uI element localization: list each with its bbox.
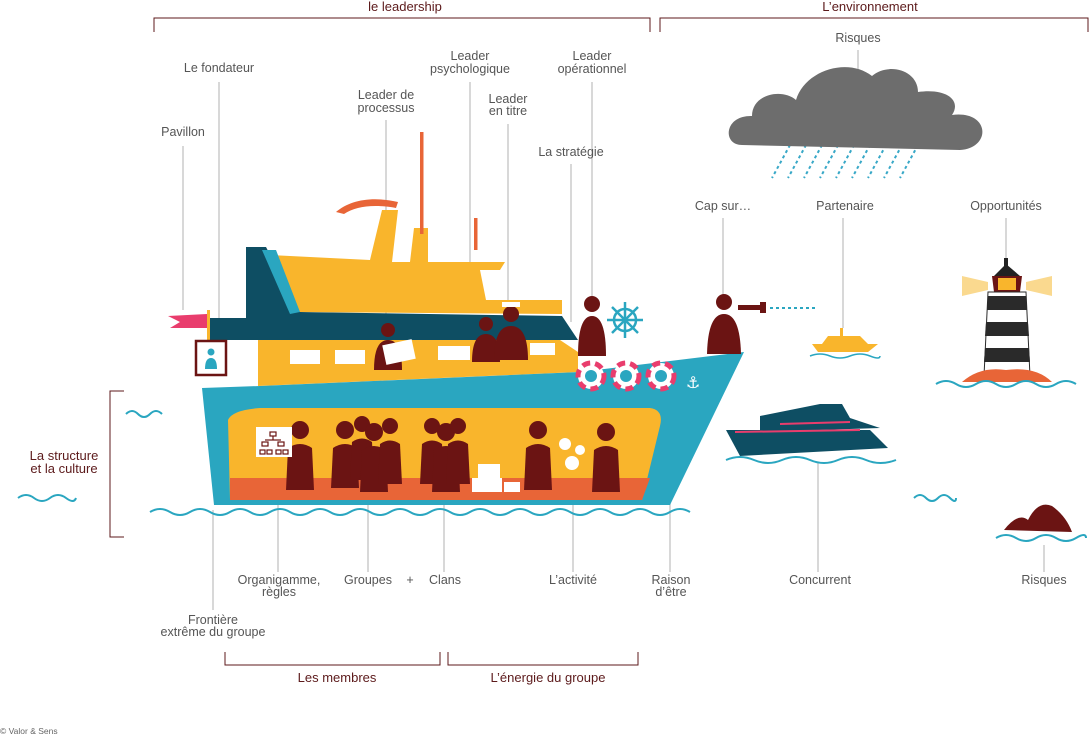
label-organigramme-2: règles: [224, 586, 334, 599]
bracket-environment-label: L’environnement: [800, 0, 940, 14]
label-leader-psy-2: psychologique: [420, 63, 520, 76]
bracket-structure-label-2: et la culture: [14, 462, 114, 476]
label-cap: Cap sur…: [683, 200, 763, 213]
competitor-yacht: [726, 404, 896, 463]
label-pavillon: Pavillon: [143, 126, 223, 139]
label-clans: Clans: [420, 574, 470, 587]
label-plus: +: [402, 574, 418, 587]
label-frontiere-2: extrême du groupe: [143, 626, 283, 639]
label-risques-bottom: Risques: [1006, 574, 1082, 587]
label-leader-processus-2: processus: [336, 102, 436, 115]
label-strategie: La stratégie: [521, 146, 621, 159]
label-partenaire: Partenaire: [795, 200, 895, 213]
label-groupes: Groupes: [336, 574, 400, 587]
risk-cloud: [729, 67, 983, 178]
bracket-leadership-label: le leadership: [340, 0, 470, 14]
partner-boat: [810, 328, 880, 358]
label-concurrent: Concurrent: [775, 574, 865, 587]
org-chart-icon: [256, 427, 292, 457]
label-raison-2: d’être: [640, 586, 702, 599]
label-opportunites: Opportunités: [956, 200, 1056, 213]
copyright: © Valor & Sens: [0, 726, 58, 736]
bracket-leadership: [154, 18, 650, 32]
label-risques-top: Risques: [818, 32, 898, 45]
label-fondateur: Le fondateur: [169, 62, 269, 75]
bracket-energy-label: L’énergie du groupe: [468, 671, 628, 685]
label-leader-op-2: opérationnel: [542, 63, 642, 76]
rock: [996, 505, 1086, 541]
lighthouse: [936, 258, 1076, 387]
bracket-environment: [660, 18, 1088, 32]
label-leader-titre-2: en titre: [468, 105, 548, 118]
label-activite: L’activité: [533, 574, 613, 587]
bracket-members: [225, 652, 440, 665]
bracket-energy: [448, 652, 638, 665]
svg-text:⚓: ⚓: [686, 373, 700, 392]
bracket-members-label: Les membres: [277, 671, 397, 685]
